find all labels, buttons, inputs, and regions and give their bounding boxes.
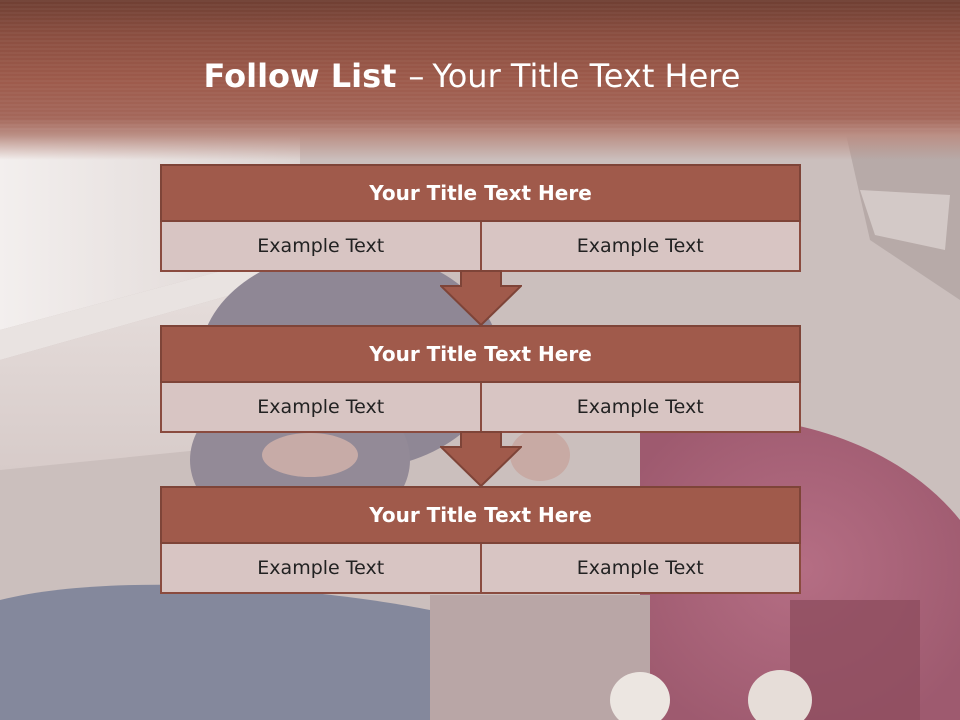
step-title: Your Title Text Here (160, 486, 801, 544)
step-left-text: Example Text (160, 544, 481, 594)
step-right-text: Example Text (480, 383, 801, 433)
header-band (0, 0, 960, 160)
step-row: Example Text Example Text (160, 544, 801, 594)
header-texture (0, 0, 960, 130)
title-bold-part: Follow List (203, 57, 397, 95)
down-arrow-icon (440, 431, 522, 487)
title-separator: – (408, 57, 425, 95)
step-title: Your Title Text Here (160, 164, 801, 222)
step-right-text: Example Text (480, 544, 801, 594)
flow-step-3: Your Title Text Here Example Text Exampl… (160, 486, 801, 594)
step-right-text: Example Text (480, 222, 801, 272)
step-left-text: Example Text (160, 222, 481, 272)
flow-step-2: Your Title Text Here Example Text Exampl… (160, 325, 801, 433)
step-left-text: Example Text (160, 383, 481, 433)
step-row: Example Text Example Text (160, 383, 801, 433)
flow-step-1: Your Title Text Here Example Text Exampl… (160, 164, 801, 272)
down-arrow-icon (440, 270, 522, 326)
title-rest-part: Your Title Text Here (432, 57, 741, 95)
slide-title: Follow List–Your Title Text Here (0, 52, 944, 100)
step-row: Example Text Example Text (160, 222, 801, 272)
step-title: Your Title Text Here (160, 325, 801, 383)
